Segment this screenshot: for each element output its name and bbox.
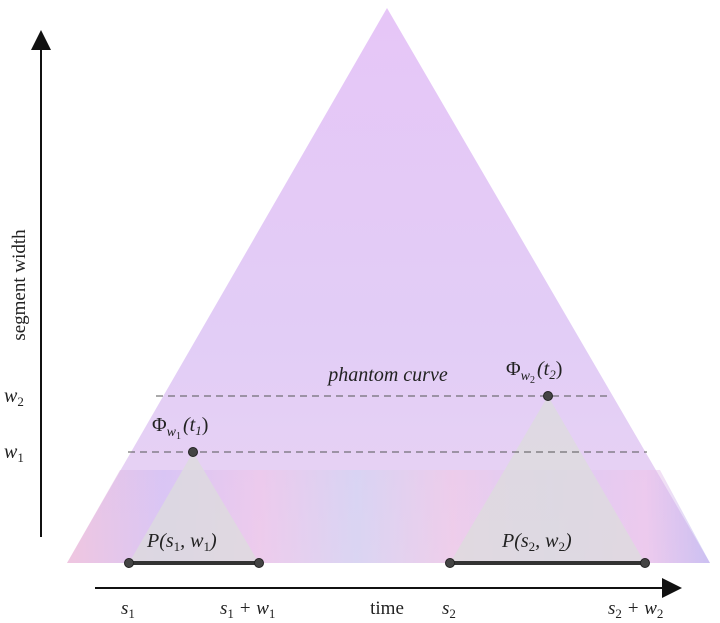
x-axis-label: time — [370, 598, 404, 619]
x-tick-s1-plus-w1: s1 + w1 — [220, 598, 275, 621]
x-tick-s2: s2 — [442, 598, 456, 621]
y-axis-label: segment width — [9, 229, 30, 341]
phantom-curve-label: phantom curve — [326, 364, 448, 386]
phi2-label: Φw2(t2) — [506, 358, 562, 386]
y-tick-w2: w2 — [4, 385, 24, 409]
y-tick-w1: w1 — [4, 441, 24, 465]
point-s1w1 — [254, 558, 264, 568]
p2-label: P(s2, w2) — [501, 530, 572, 554]
sub-triangle-2 — [450, 396, 645, 563]
sub-triangle-1 — [129, 452, 259, 563]
p1-label: P(s1, w1) — [146, 530, 217, 554]
x-tick-s2-plus-w2: s2 + w2 — [608, 598, 663, 621]
phi1-label: Φw1(t1) — [152, 414, 208, 442]
point-s1 — [124, 558, 134, 568]
point-s2 — [445, 558, 455, 568]
point-phi2 — [543, 391, 553, 401]
x-tick-s1: s1 — [121, 598, 135, 621]
point-phi1 — [188, 447, 198, 457]
point-s2w2 — [640, 558, 650, 568]
